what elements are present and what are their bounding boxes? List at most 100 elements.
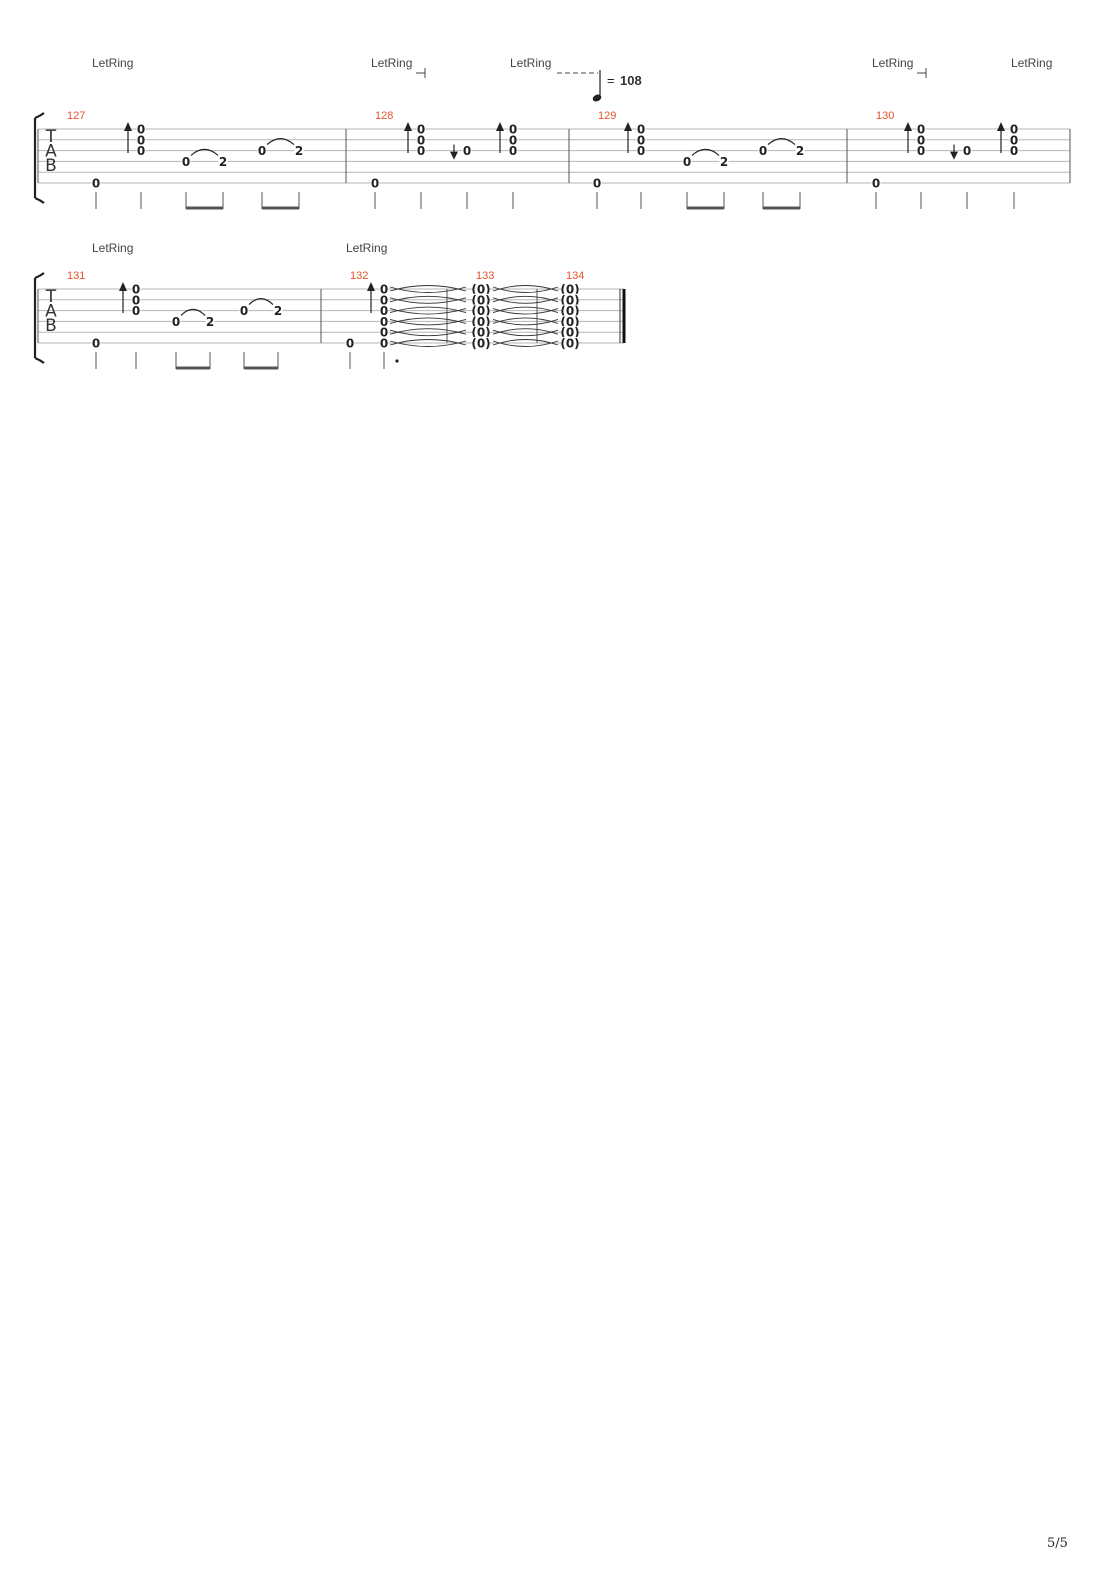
tempo-equals: = bbox=[607, 73, 615, 88]
fret-background bbox=[345, 337, 355, 349]
fret-number: (0) bbox=[560, 293, 579, 307]
fret-number: 0 bbox=[380, 283, 388, 297]
fret-background bbox=[462, 144, 472, 157]
fret-background bbox=[916, 133, 926, 146]
fret-background bbox=[561, 304, 579, 317]
strum-up-arrow-icon bbox=[404, 122, 412, 131]
fret-background bbox=[257, 144, 267, 157]
tie-curve-upper bbox=[389, 285, 467, 292]
strum-up-arrow-icon bbox=[124, 122, 132, 131]
fret-number: 0 bbox=[417, 133, 425, 147]
fret-background bbox=[131, 304, 141, 317]
fret-background bbox=[472, 293, 490, 306]
strum-up-arrow-icon bbox=[119, 282, 127, 291]
tab-clef-letter: A bbox=[45, 302, 57, 322]
fret-number: 2 bbox=[720, 155, 728, 169]
fret-number: 2 bbox=[274, 304, 282, 318]
fret-number: 0 bbox=[417, 144, 425, 158]
fret-number: 0 bbox=[509, 133, 517, 147]
rhythm-dot bbox=[395, 359, 399, 363]
fret-background bbox=[916, 144, 926, 157]
fret-number: 0 bbox=[182, 155, 190, 169]
letring-end-bracket bbox=[416, 68, 426, 78]
strum-down-arrow-icon bbox=[450, 151, 458, 160]
fret-number: (0) bbox=[471, 326, 490, 340]
fret-number: 0 bbox=[917, 123, 925, 137]
measure-number: 127 bbox=[67, 110, 85, 122]
fret-background bbox=[962, 144, 972, 157]
fret-background bbox=[508, 133, 518, 146]
fret-number: 0 bbox=[371, 177, 379, 191]
measure-number: 130 bbox=[876, 110, 894, 122]
fret-background bbox=[131, 293, 141, 306]
fret-background bbox=[91, 177, 101, 189]
fret-number: (0) bbox=[560, 326, 579, 340]
tie-arc bbox=[248, 298, 274, 306]
letring-label: LetRing bbox=[92, 56, 133, 70]
fret-background bbox=[592, 177, 602, 189]
fret-number: 0 bbox=[872, 177, 880, 191]
fret-background bbox=[379, 304, 389, 317]
fret-number: 0 bbox=[417, 123, 425, 137]
fret-number: 0 bbox=[637, 144, 645, 158]
fret-number: (0) bbox=[560, 283, 579, 297]
fret-background bbox=[218, 155, 228, 168]
fret-background bbox=[508, 123, 518, 135]
tie-curve-upper bbox=[389, 339, 467, 346]
fret-number: (0) bbox=[471, 304, 490, 318]
fret-background bbox=[379, 315, 389, 328]
fret-background bbox=[416, 133, 426, 146]
tie-curve-upper bbox=[492, 317, 559, 324]
fret-number: (0) bbox=[560, 337, 579, 351]
fret-number: 0 bbox=[917, 144, 925, 158]
tie-curve-upper bbox=[389, 328, 467, 335]
fret-number: 0 bbox=[759, 144, 767, 158]
page-number: 5/5 bbox=[1047, 1536, 1068, 1551]
system-bracket bbox=[33, 112, 45, 204]
fret-background bbox=[871, 177, 881, 189]
fret-number: 0 bbox=[593, 177, 601, 191]
tie-curve-upper bbox=[492, 285, 559, 292]
fret-number: 0 bbox=[917, 133, 925, 147]
fret-background bbox=[379, 326, 389, 339]
fret-background bbox=[379, 283, 389, 295]
tie-arc bbox=[691, 148, 720, 156]
strum-up-arrow-icon bbox=[624, 122, 632, 131]
fret-number: 0 bbox=[1010, 123, 1018, 137]
fret-background bbox=[136, 144, 146, 157]
fret-number: 0 bbox=[92, 337, 100, 351]
tie-arc bbox=[767, 138, 796, 146]
strum-up-arrow-icon bbox=[496, 122, 504, 131]
fret-number: 0 bbox=[463, 144, 471, 158]
tempo-bpm: 108 bbox=[620, 73, 642, 88]
fret-number: 0 bbox=[132, 283, 140, 297]
fret-number: 0 bbox=[137, 133, 145, 147]
measure-number: 132 bbox=[350, 270, 368, 282]
quarter-note-icon bbox=[592, 94, 602, 102]
fret-background bbox=[561, 283, 579, 295]
tab-clef-letter: T bbox=[45, 287, 57, 307]
fret-number: 0 bbox=[346, 337, 354, 351]
fret-background bbox=[916, 123, 926, 135]
fret-number: 0 bbox=[380, 315, 388, 329]
fret-background bbox=[416, 144, 426, 157]
strum-up-arrow-icon bbox=[904, 122, 912, 131]
fret-background bbox=[682, 155, 692, 168]
fret-number: 0 bbox=[132, 304, 140, 318]
fret-number: 2 bbox=[796, 144, 804, 158]
fret-background bbox=[636, 123, 646, 135]
tie-arc bbox=[190, 148, 219, 156]
fret-background bbox=[370, 177, 380, 189]
fret-background bbox=[379, 293, 389, 306]
letring-label: LetRing bbox=[872, 56, 913, 70]
fret-number: 0 bbox=[637, 123, 645, 137]
fret-number: 0 bbox=[92, 177, 100, 191]
tab-clef-letter: B bbox=[45, 156, 57, 176]
fret-background bbox=[416, 123, 426, 135]
fret-background bbox=[636, 144, 646, 157]
tie-curve-upper bbox=[492, 295, 559, 303]
tie-curve-upper bbox=[492, 339, 559, 346]
tab-clef-letter: A bbox=[45, 142, 57, 162]
fret-background bbox=[131, 283, 141, 295]
